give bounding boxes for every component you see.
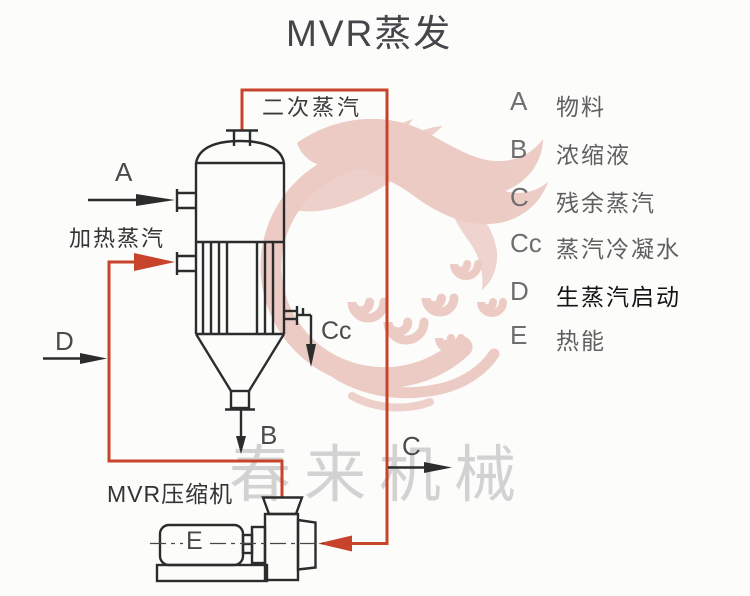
feed-nozzle: [175, 189, 196, 212]
condensate-nozzle: [284, 306, 316, 367]
stream-b-label: B: [260, 420, 278, 450]
heating-steam-nozzle: [175, 252, 196, 275]
secondary-steam-label: 二次蒸汽: [262, 95, 363, 120]
stream-cc-label: Cc: [321, 317, 352, 345]
stream-d-label: D: [55, 326, 74, 356]
arrow-c-icon: [388, 462, 452, 473]
mvr-compressor: [150, 496, 324, 583]
arrow-d-icon: [43, 353, 107, 364]
top-vapor-nozzle: [226, 129, 258, 146]
red-piping: [107, 88, 389, 552]
evaporator-vessel: [175, 129, 316, 411]
stream-a-label: A: [115, 157, 133, 187]
heating-steam-label: 加热蒸汽: [69, 226, 166, 251]
compressor-label: MVR压缩机: [107, 481, 234, 507]
page-title: MVR蒸发: [286, 13, 453, 54]
stream-c-label: C: [402, 431, 421, 461]
stream-e-label: E: [183, 527, 206, 556]
arrow-a-icon: [88, 194, 175, 206]
diffuser-outlet: [296, 518, 317, 571]
heating-tube-bundle: [201, 242, 275, 334]
base-plate: [155, 563, 269, 583]
arrow-b-icon: [236, 409, 246, 454]
